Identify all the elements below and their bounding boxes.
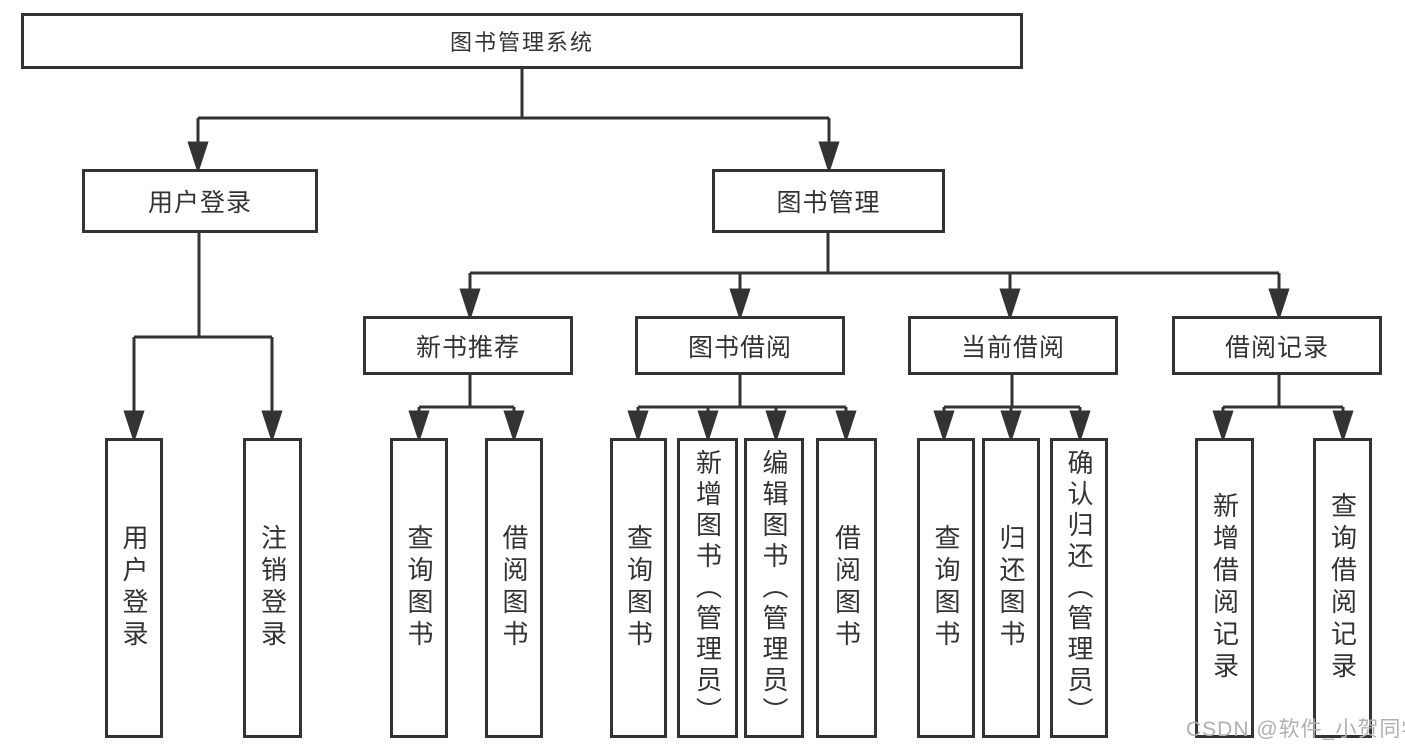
node-book-management: 图书管理 xyxy=(712,169,945,233)
arrowhead-icon xyxy=(187,141,209,174)
arrowhead-icon xyxy=(408,410,430,443)
arrowhead-icon xyxy=(765,410,787,443)
leaf-query-books: 查询图书 xyxy=(610,438,667,738)
leaf-query-borrow-record: 查询借阅记录 xyxy=(1313,438,1372,738)
arrowhead-icon xyxy=(503,410,525,443)
node-current-borrow: 当前借阅 xyxy=(908,316,1118,375)
connector-book-management-to-level3 xyxy=(459,233,1290,321)
arrowhead-icon xyxy=(729,288,751,321)
leaf-borrow-books: 借阅图书 xyxy=(816,438,877,738)
arrowhead-icon xyxy=(627,410,649,443)
arrowhead-icon xyxy=(999,288,1021,321)
leaf-edit-book-admin: 编辑图书（管理员） xyxy=(744,438,804,738)
arrowhead-icon xyxy=(1268,288,1290,321)
leaf-add-book-admin: 新增图书（管理员） xyxy=(677,438,738,738)
node-borrow-records: 借阅记录 xyxy=(1172,316,1382,375)
connector-borrow-records-to-leaves xyxy=(1212,375,1354,443)
arrowhead-icon xyxy=(697,410,719,443)
arrowhead-icon xyxy=(1212,410,1234,443)
leaf-borrow-books: 借阅图书 xyxy=(485,438,543,738)
arrowhead-icon xyxy=(1069,410,1091,443)
leaf-user-login: 用户登录 xyxy=(105,438,163,738)
arrowhead-icon xyxy=(123,410,145,443)
leaf-confirm-return-admin: 确认归还（管理员） xyxy=(1050,438,1108,738)
arrowhead-icon xyxy=(933,410,955,443)
node-book-borrow: 图书借阅 xyxy=(635,316,845,375)
connector-book-borrow-to-leaves xyxy=(627,375,857,443)
connector-root-to-level2 xyxy=(187,69,840,174)
arrowhead-icon xyxy=(835,410,857,443)
leaf-query-books: 查询图书 xyxy=(917,438,975,738)
node-library-management-system: 图书管理系统 xyxy=(21,13,1023,69)
leaf-query-books: 查询图书 xyxy=(390,438,448,738)
arrowhead-icon xyxy=(1000,410,1022,443)
csdn-watermark: CSDN @软件_小贺同学 xyxy=(1186,718,1405,741)
leaf-logout: 注销登录 xyxy=(243,438,302,738)
connector-new-book-recommend-to-leaves xyxy=(408,375,525,443)
arrowhead-icon xyxy=(459,288,481,321)
node-new-book-recommend: 新书推荐 xyxy=(363,316,573,375)
connector-current-borrow-to-leaves xyxy=(933,375,1091,443)
leaf-return-book: 归还图书 xyxy=(982,438,1040,738)
leaf-add-borrow-record: 新增借阅记录 xyxy=(1195,438,1254,738)
connector-user-login-to-leaves xyxy=(123,233,283,443)
arrowhead-icon xyxy=(1332,410,1354,443)
arrowhead-icon xyxy=(818,141,840,174)
node-user-login: 用户登录 xyxy=(82,169,318,233)
arrowhead-icon xyxy=(261,410,283,443)
